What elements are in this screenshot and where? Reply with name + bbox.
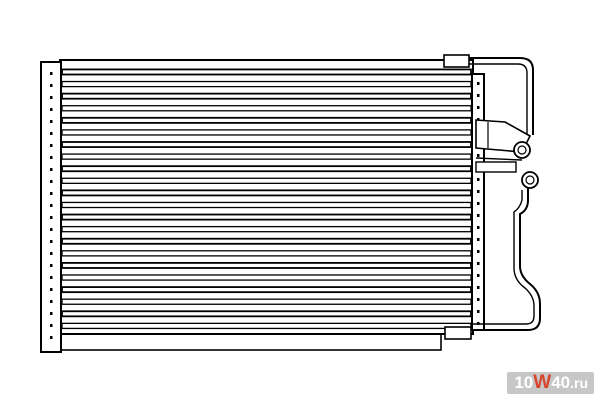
right-header-mark — [477, 298, 480, 301]
right-header-mark — [477, 202, 480, 205]
core-tube — [61, 116, 472, 124]
right-header-marks — [477, 82, 480, 325]
core-tube — [61, 105, 472, 112]
left-header-mark — [50, 240, 53, 243]
right-header-mark — [477, 106, 480, 109]
core-tube — [61, 141, 472, 148]
left-header-mark — [50, 84, 53, 87]
right-header-mark — [477, 286, 480, 289]
core-tube — [61, 177, 472, 184]
core-tube — [61, 80, 472, 88]
right-header-mark — [477, 262, 480, 265]
right-header-mark — [477, 190, 480, 193]
watermark-part-4: .ru — [570, 375, 588, 391]
left-header-mark — [50, 216, 53, 219]
bottom-pipe — [470, 188, 541, 331]
core-tube — [61, 213, 472, 221]
right-header-mark — [477, 94, 480, 97]
site-watermark: 10 W 40 .ru — [507, 372, 594, 394]
top-pipe-assembly — [443, 54, 534, 135]
left-header-mark — [50, 180, 53, 183]
left-header-mark — [50, 264, 53, 267]
top-fitting — [443, 54, 470, 68]
left-header-mark — [50, 72, 53, 75]
bottom-fitting — [444, 326, 472, 340]
left-header-mark — [50, 336, 53, 339]
right-header-mark — [477, 214, 480, 217]
left-header-mark — [50, 204, 53, 207]
left-header-mark — [50, 96, 53, 99]
left-header-mark — [50, 288, 53, 291]
core-tube — [61, 189, 472, 197]
left-header-mark — [50, 156, 53, 159]
watermark-part-2: W — [533, 372, 552, 393]
right-header-mark — [477, 82, 480, 85]
core-tube — [61, 310, 472, 318]
core-tube — [61, 237, 472, 245]
right-header-mark — [477, 154, 480, 157]
watermark-part-1: 10 — [514, 373, 534, 392]
right-header-mark — [477, 310, 480, 313]
core-tube — [61, 153, 472, 160]
core-tube — [61, 165, 472, 173]
right-header-mark — [477, 274, 480, 277]
left-header-mark — [50, 168, 53, 171]
core-tube — [61, 250, 472, 257]
left-header-mark — [50, 120, 53, 123]
lower-fitting-bolt-inner — [525, 175, 535, 185]
right-header-mark — [477, 238, 480, 241]
left-header-mark — [50, 192, 53, 195]
left-header-mark — [50, 300, 53, 303]
core-tube — [61, 261, 472, 269]
core-tube — [61, 201, 472, 209]
left-header-mark — [50, 276, 53, 279]
bottom-strip — [59, 332, 442, 351]
watermark-part-3: 40 — [551, 373, 571, 392]
left-header-mark — [50, 324, 53, 327]
core-tubes — [61, 68, 472, 330]
core-tube — [61, 68, 472, 76]
core-tube — [61, 298, 472, 305]
pipe-fittings — [513, 141, 539, 189]
top-pipe-inner — [469, 63, 528, 135]
left-header-mark — [50, 228, 53, 231]
bracket-lower-plate — [475, 161, 517, 173]
left-header-mark — [50, 144, 53, 147]
core-tube — [61, 286, 472, 294]
right-header-mark — [477, 226, 480, 229]
core-tube — [61, 274, 472, 281]
left-header-mark — [50, 252, 53, 255]
top-pipe — [469, 57, 534, 135]
right-header-mark — [477, 178, 480, 181]
core-tube — [61, 92, 472, 100]
bottom-pipe-assembly — [444, 188, 541, 340]
core-tube — [61, 225, 472, 233]
core-tube — [61, 129, 472, 136]
right-header-mark — [477, 250, 480, 253]
left-header-mark — [50, 108, 53, 111]
left-header-mark — [50, 132, 53, 135]
core-tube — [61, 322, 472, 330]
upper-fitting-bolt-inner — [517, 145, 527, 155]
left-header-marks — [50, 72, 53, 339]
bracket-rib — [475, 157, 523, 161]
bottom-pipe-inner — [470, 190, 535, 325]
left-header-mark — [50, 312, 53, 315]
